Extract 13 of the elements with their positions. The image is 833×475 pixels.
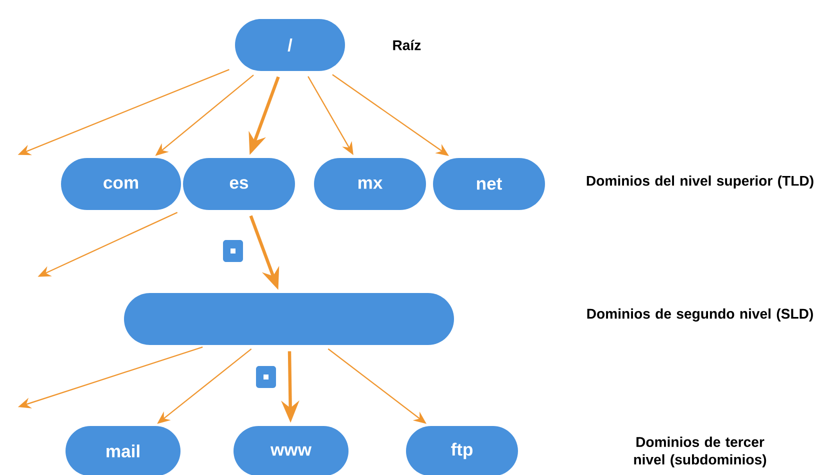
domain-pill: mail bbox=[66, 426, 180, 475]
domain-pill: / bbox=[235, 19, 345, 71]
level-label: Dominios de segundo nivel (SLD) bbox=[587, 308, 813, 322]
root-label: Raíz bbox=[393, 40, 421, 50]
domain-pill: com bbox=[61, 158, 181, 210]
domain-pill: mx bbox=[314, 158, 426, 210]
level-label: Dominios de tercer nivel (subdominios) bbox=[634, 436, 766, 468]
domain-pill bbox=[124, 293, 454, 345]
level-label: Dominios del nivel superior (TLD) bbox=[586, 175, 814, 189]
domain-pill: www bbox=[234, 426, 348, 475]
domain-pill: es bbox=[183, 158, 295, 210]
domain-pill: ftp bbox=[406, 426, 518, 475]
domain-pill: net bbox=[433, 158, 545, 210]
